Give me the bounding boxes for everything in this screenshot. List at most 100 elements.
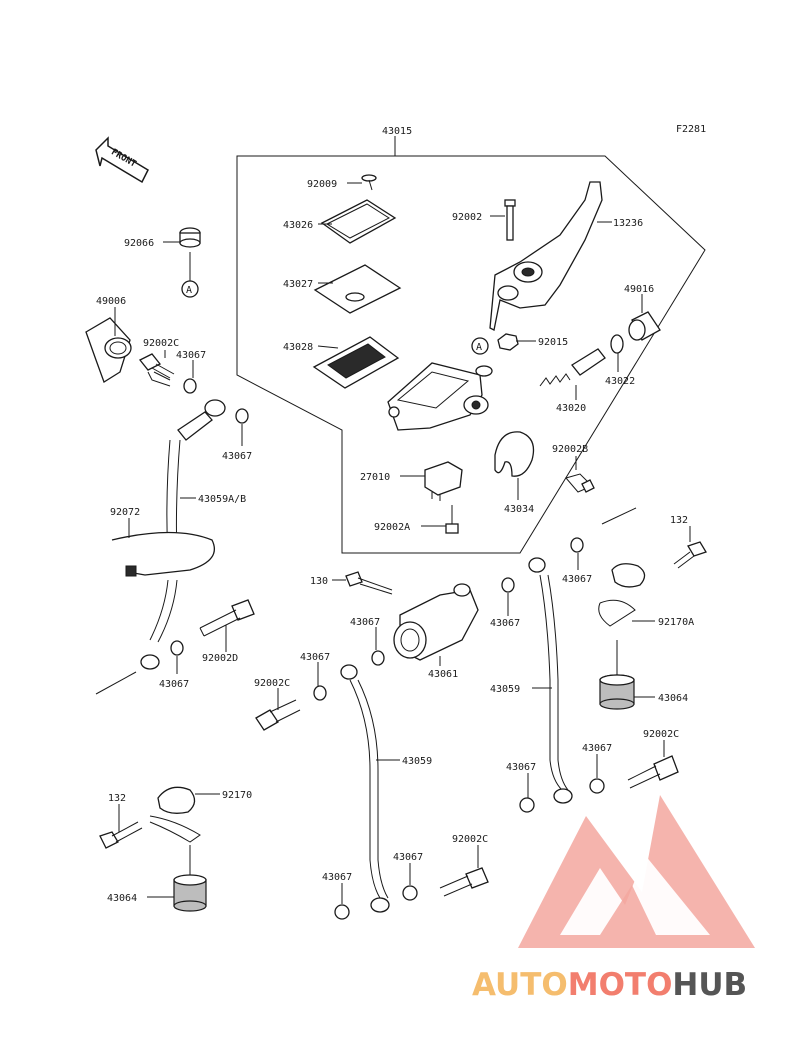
label-washer-bottom-1: 43067: [322, 872, 352, 883]
long-bolt-part: [199, 599, 255, 637]
washer-bottom-2-part: [402, 885, 418, 901]
label-plate: 43027: [283, 279, 313, 290]
label-assembly: 43015: [382, 126, 412, 137]
label-cap-top: 92066: [124, 238, 154, 249]
label-boot: 49016: [624, 284, 654, 295]
pivot-bolt-part: [504, 199, 516, 241]
plate-part: [313, 264, 402, 314]
label-grommet-right: 43064: [658, 693, 688, 704]
label-bolt-right-low: 92002C: [643, 729, 679, 740]
label-grommet-left: 43064: [107, 893, 137, 904]
washer-right-a-part: [589, 778, 605, 794]
label-switch: 27010: [360, 472, 390, 483]
washer-left-low-part: [170, 640, 184, 656]
lever-part: [489, 181, 603, 331]
label-washer-bottom-2: 43067: [393, 852, 423, 863]
front-arrow: FRONT: [95, 136, 149, 184]
label-bolt-132-right: 132: [670, 515, 688, 526]
master-cylinder-body: [387, 362, 493, 431]
label-bolt-clamp: 92002B: [552, 444, 588, 455]
label-washer-mid-1: 43067: [350, 617, 380, 628]
joint-part: [393, 583, 479, 661]
label-washer-right-a: 43067: [582, 743, 612, 754]
washer-right-top-part: [570, 537, 584, 553]
washer-mid-2-part: [501, 577, 515, 593]
screw-cover-part: [361, 174, 377, 191]
washer-bottom-1-part: [334, 904, 350, 920]
bolt-bottom-part: [439, 867, 489, 897]
washer-top-1-part: [183, 378, 197, 394]
label-cap-reservoir: 43026: [283, 220, 313, 231]
label-bolt-bottom: 92002C: [452, 834, 488, 845]
logo-triangle-inner: [600, 885, 656, 935]
label-washer-right-top: 43067: [562, 574, 592, 585]
bolt-right-low-part: [627, 755, 679, 789]
center-hose-part: [340, 664, 390, 913]
assembly-outline: [236, 155, 706, 554]
grommet-right-part: [599, 674, 635, 710]
banjo-cover-part: [85, 317, 132, 383]
leader-lines: [95, 136, 691, 904]
label-bolt-lever-pivot: 92002: [452, 212, 482, 223]
label-washer-left-low: 43067: [159, 679, 189, 690]
label-washer-mid-3: 43067: [300, 652, 330, 663]
washer-top-2-part: [235, 408, 249, 424]
label-hose-main: 43059A/B: [198, 494, 246, 505]
switch-screw-part: [445, 505, 459, 534]
circlip-part: [610, 334, 624, 354]
piston-part: [539, 348, 606, 387]
washer-mid-1-part: [371, 650, 385, 666]
label-holder-clamp: 43034: [504, 504, 534, 515]
boot-part: [628, 311, 661, 341]
label-nut-pivot: 92015: [538, 337, 568, 348]
washer-mid-3-part: [313, 685, 327, 701]
washer-right-b-part: [519, 797, 535, 813]
watermark-hub: HUB: [672, 967, 747, 1003]
label-hose-center: 43059: [402, 756, 432, 767]
clamp-left-part: [149, 786, 201, 843]
label-washer-top-2: 43067: [222, 451, 252, 462]
top-cap-part: [179, 227, 201, 248]
label-washer-right-b: 43067: [506, 762, 536, 773]
label-bolt-132-left: 132: [108, 793, 126, 804]
watermark-moto: MOTO: [568, 967, 673, 1003]
grommet-left-part: [173, 874, 207, 912]
bolt-mid-left-part: [255, 699, 301, 731]
bolt-130-part: [345, 571, 393, 595]
part-labels: 43015 92009 43026 43027 43028 92002 1323…: [96, 126, 694, 904]
ref-marker-inner-letter: A: [476, 342, 482, 353]
label-bolt-130: 130: [310, 576, 328, 587]
label-hose-right: 43059: [490, 684, 520, 695]
bolt-132-left-part: [99, 821, 143, 849]
switch-part: [424, 461, 463, 501]
label-screw-switch: 92002A: [374, 522, 410, 533]
label-washer-mid-2: 43067: [490, 618, 520, 629]
clamp-right-part: [598, 563, 646, 627]
label-clamp-right: 92170A: [658, 617, 694, 628]
ref-marker-inner: [471, 337, 489, 355]
label-bolt-banjo-top: 92002C: [143, 338, 179, 349]
label-circlip: 43022: [605, 376, 635, 387]
watermark-text: AUTOMOTOHUB: [472, 967, 747, 1003]
label-clamp-left: 92170: [222, 790, 252, 801]
bolt-132-right-part: [673, 541, 707, 569]
label-washer-top-1: 43067: [176, 350, 206, 361]
watermark-auto: AUTO: [472, 967, 568, 1003]
banjo-bolt-top-part: [138, 353, 175, 387]
clamp-holder-part: [494, 431, 535, 477]
label-clamp-band: 92072: [110, 507, 140, 518]
watermark-logo: [518, 795, 755, 948]
right-hose-part: [528, 557, 573, 804]
label-diaphragm: 43028: [283, 342, 313, 353]
clamp-band-part: [111, 531, 216, 577]
clamp-bolt-part: [565, 473, 595, 493]
label-cover-banjo: 49006: [96, 296, 126, 307]
label-screw-cover: 92009: [307, 179, 337, 190]
ref-marker-outer-letter: A: [186, 285, 192, 296]
label-joint: 43061: [428, 669, 458, 680]
ref-code: F2281: [676, 124, 706, 135]
pivot-nut-part: [497, 333, 519, 351]
label-bolt-long: 92002D: [202, 653, 238, 664]
